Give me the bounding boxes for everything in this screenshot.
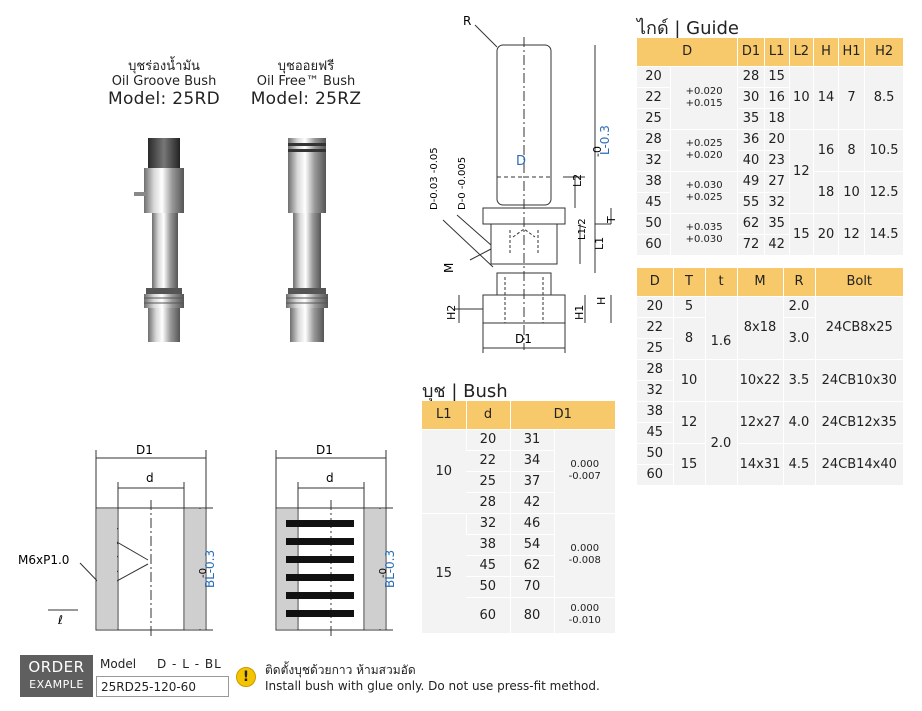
bush-header-D1: D1 <box>509 401 615 429</box>
order-example-value: 25RD25-120-60 <box>96 676 229 697</box>
product-english-name: Oil Free™ Bush <box>256 73 356 89</box>
note-english: Install bush with glue only. Do not use … <box>265 679 600 693</box>
dim-H1: H1 <box>573 305 586 320</box>
guide-drawing: R D -0 L-0.3 L2 L1/2 L1 T D-0.03 -0.05 D… <box>429 14 618 353</box>
guide2-header-M: M <box>736 268 783 296</box>
bush-dim-d-left: d <box>146 471 154 485</box>
note-thai: ติดตั้งบุชด้วยกาว ห้ามสวมอัด <box>265 663 416 677</box>
product-thai-name: บุชร่องน้ำมัน <box>128 59 200 74</box>
product-title-oil-groove: บุชร่องน้ำมัน Oil Groove Bush Model: 25R… <box>98 59 230 109</box>
table-row: 38 12 2.0 12x27 4.0 24CB12x35 <box>637 400 903 485</box>
product-model: Model: 25RD <box>107 88 220 109</box>
guide-table: D D1 L1 L2 H H1 H2 20 +0.020+0.015 28 15… <box>637 38 903 255</box>
table-row: 50 70 <box>422 575 615 597</box>
dim-R: R <box>463 14 471 28</box>
table-row: 50 15 14x31 4.5 24CB14x40 <box>637 442 903 485</box>
table-row: 28 +0.025+0.020 36 20 12 16 8 10.5 <box>637 128 903 213</box>
bush-BL-upper-left: -0 <box>198 568 209 578</box>
table-row: 20 5 1.6 8x18 2.0 24CB8x25 <box>637 295 903 359</box>
dim-L1-half: L1/2 <box>577 218 588 240</box>
guide2-header-D: D <box>637 268 673 296</box>
order-label: ORDER <box>28 658 85 676</box>
oil-free-bush-photo <box>286 138 328 342</box>
guide-header-H1: H1 <box>837 38 865 66</box>
product-model: Model: 25RZ <box>250 88 362 109</box>
guide2-header-Bolt: Bolt <box>814 268 903 296</box>
bush-header-L1: L1 <box>422 401 466 429</box>
oil-groove-bush-photo <box>134 138 184 342</box>
table-row: 32 <box>637 379 903 401</box>
guide-header-L2: L2 <box>788 38 814 66</box>
dim-M: M <box>442 263 456 273</box>
table-row: 10 20 31 0.000-0.007 <box>422 428 615 513</box>
table-row: 22 34 <box>422 449 615 471</box>
warning-icon: ! <box>236 667 256 687</box>
table-row: 45 <box>637 421 903 443</box>
dim-L-upper: -0 <box>591 146 604 157</box>
table-row: 45 62 <box>422 554 615 576</box>
table-row: 28 42 <box>422 491 615 513</box>
product-thai-name: บุชออยฟรี <box>277 59 335 74</box>
dim-L1: L1 <box>593 237 606 250</box>
table-row: 15 32 46 0.000-0.008 <box>422 512 615 633</box>
table-row: 45 55 32 <box>637 191 903 213</box>
dim-D1: D1 <box>515 332 532 346</box>
table-row: 28 10 10x22 3.5 24CB10x30 <box>637 358 903 401</box>
table-row: 25 37 <box>422 470 615 492</box>
order-format: D - L - BL <box>157 657 222 671</box>
example-label: EXAMPLE <box>29 678 84 691</box>
thread-label: M6xP1.0 <box>18 553 69 567</box>
product-title-oil-free: บุชออยฟรี Oil Free™ Bush Model: 25RZ <box>240 59 372 109</box>
guide2-header-t: t <box>704 268 737 296</box>
table-row: 60 72 42 <box>637 233 903 255</box>
guide-title: ไกด์ | Guide <box>637 18 740 39</box>
bush-table: L1 d D1 10 20 31 0.000-0.007 22 34 25 37… <box>422 401 615 633</box>
dim-L2: L2 <box>571 174 584 187</box>
bush-header-d: d <box>465 401 510 429</box>
guide-header-H2: H2 <box>864 38 903 66</box>
bush-BL-left: BL-0.3 <box>203 550 217 588</box>
table-row: 20 +0.020+0.015 28 15 10 14 7 8.5 <box>637 65 903 129</box>
table-row: 60 80 0.000-0.010 <box>422 596 615 633</box>
table-row: 60 <box>637 463 903 485</box>
bush-title: บุช | Bush <box>422 381 508 402</box>
table-row: 25 35 18 <box>637 107 903 129</box>
guide-header-D: D <box>637 38 738 66</box>
table-row: 38 +0.030+0.025 49 27 18 10 12.5 <box>637 170 903 213</box>
dim-ell: ℓ <box>57 613 63 627</box>
dim-H2: H2 <box>445 305 458 320</box>
guide-header-L1: L1 <box>763 38 789 66</box>
order-model-label: Model <box>100 657 137 671</box>
bush-dim-D1-right: D1 <box>316 443 333 457</box>
table-row: 32 40 23 <box>637 149 903 171</box>
table-row: 38 54 <box>422 533 615 555</box>
guide2-header-T: T <box>672 268 705 296</box>
table-row: 22 30 16 <box>637 86 903 108</box>
table-row: 25 <box>637 337 903 359</box>
bush-drawings: D1 d D1 d M6xP1.0 ℓ -0 BL-0.3 -0 BL-0.3 <box>18 443 397 638</box>
bush-dim-d-right: d <box>326 471 334 485</box>
bush-dim-D1-left: D1 <box>136 443 153 457</box>
bush-BL-right: BL-0.3 <box>383 550 397 588</box>
dim-L: L-0.3 <box>598 125 612 155</box>
bush-BL-upper-right: -0 <box>378 568 389 578</box>
dim-D: D <box>516 154 526 169</box>
dim-T: T <box>605 216 618 224</box>
guide-header-H: H <box>813 38 839 66</box>
guide-bolt-table: D T t M R Bolt 20 5 1.6 8x18 2.0 24CB8x2… <box>637 268 903 485</box>
guide-header-D1: D1 <box>737 38 765 66</box>
order-example-box: ORDER EXAMPLE <box>20 655 93 697</box>
table-row: 22 8 3.0 <box>637 316 903 359</box>
table-row: 50 +0.035+0.030 62 35 15 20 12 14.5 <box>637 212 903 255</box>
dim-D-tol2: D-0 -0.005 <box>457 157 468 210</box>
dim-H: H <box>595 297 608 305</box>
dim-D-tol1: D-0.03 -0.05 <box>429 147 440 210</box>
guide2-header-R: R <box>782 268 815 296</box>
product-english-name: Oil Groove Bush <box>111 73 217 89</box>
